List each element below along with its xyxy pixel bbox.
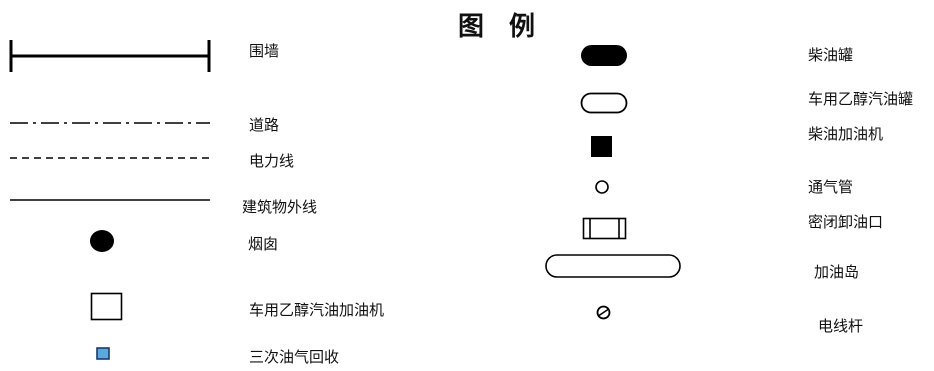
legend-label-diesel-dispenser: 柴油加油机 — [808, 125, 884, 143]
building-outline-solid-line-symbol — [10, 199, 210, 201]
legend-label-vent-pipe: 通气管 — [808, 178, 854, 196]
chimney-filled-circle-symbol — [90, 230, 114, 252]
diesel-dispenser-filled-square-symbol — [591, 136, 612, 157]
legend-label-building-outline: 建筑物外线 — [242, 198, 318, 216]
legend-label-vapor-recovery: 三次油气回收 — [249, 348, 340, 366]
sealed-unloading-port-symbol — [582, 217, 627, 240]
legend-label-fuel-island: 加油岛 — [814, 263, 860, 281]
road-dash-dot-line-symbol — [10, 122, 210, 124]
utility-pole-symbol — [596, 305, 611, 320]
legend-label-utility-pole: 电线杆 — [818, 317, 864, 335]
legend-label-wall: 围墙 — [249, 42, 280, 60]
diesel-tank-filled-pill-symbol — [581, 45, 627, 66]
ethanol-tank-pill-symbol — [580, 92, 628, 114]
legend-label-diesel-tank: 柴油罐 — [808, 46, 854, 64]
legend-label-sealed-unloading-port: 密闭卸油口 — [808, 213, 884, 231]
fuel-island-ellipse-symbol — [545, 254, 681, 278]
legend-label-chimney: 烟囱 — [248, 235, 279, 253]
ethanol-dispenser-square-symbol — [90, 292, 123, 321]
vent-pipe-circle-symbol — [595, 180, 609, 194]
power-line-dashed-symbol — [10, 157, 210, 159]
legend-label-ethanol-dispenser: 车用乙醇汽油加油机 — [249, 301, 385, 319]
legend-label-power-line: 电力线 — [249, 152, 295, 170]
legend-label-road: 道路 — [249, 116, 280, 134]
wall-line-symbol — [9, 40, 211, 72]
legend-title: 图 例 — [458, 12, 544, 42]
legend-label-ethanol-tank: 车用乙醇汽油罐 — [808, 90, 914, 108]
vapor-recovery-square-symbol — [96, 347, 110, 360]
